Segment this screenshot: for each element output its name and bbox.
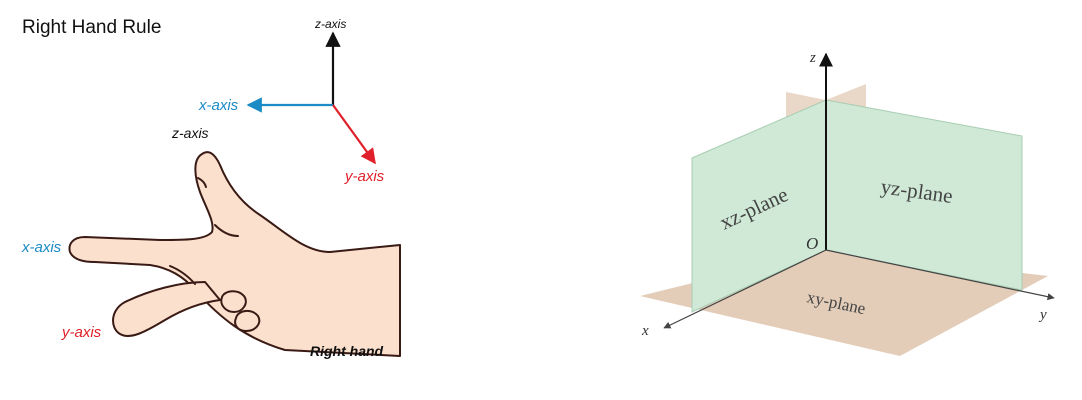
title: Right Hand Rule — [22, 17, 161, 38]
z-axis-label: z — [809, 50, 816, 66]
x-axis-label: x — [641, 323, 649, 339]
axes-icon: z-axis x-axis y-axis — [198, 17, 385, 185]
icon-x-label: x-axis — [198, 97, 239, 114]
hand-knuckle-1 — [220, 290, 247, 313]
hand-knuckle-2 — [234, 310, 261, 332]
y-axis-line — [825, 249, 1055, 301]
hand-crease-2 — [169, 265, 196, 285]
hand-z-label: z-axis — [171, 125, 209, 141]
hand-x-label: x-axis — [21, 239, 62, 256]
hand-illustration — [68, 151, 401, 357]
y-arrow — [332, 104, 376, 165]
hand-caption: Right hand — [310, 343, 384, 359]
hand-middle-finger — [112, 281, 221, 338]
hand-crease-1 — [214, 224, 239, 237]
x-axis-line — [663, 249, 827, 329]
right-panel: z y x O xz-plane yz-plane xy-plane — [640, 50, 1055, 356]
icon-z-label: z-axis — [314, 17, 346, 31]
hand-palm — [68, 151, 401, 357]
left-panel: Right Hand Rule z-axis x-axis y-axis z-a… — [21, 17, 401, 359]
y-axis-label: y — [1038, 307, 1047, 323]
icon-y-label: y-axis — [344, 168, 385, 185]
origin-label: O — [806, 234, 818, 253]
hand-crease-3 — [197, 177, 207, 188]
hand-y-label: y-axis — [61, 324, 102, 341]
